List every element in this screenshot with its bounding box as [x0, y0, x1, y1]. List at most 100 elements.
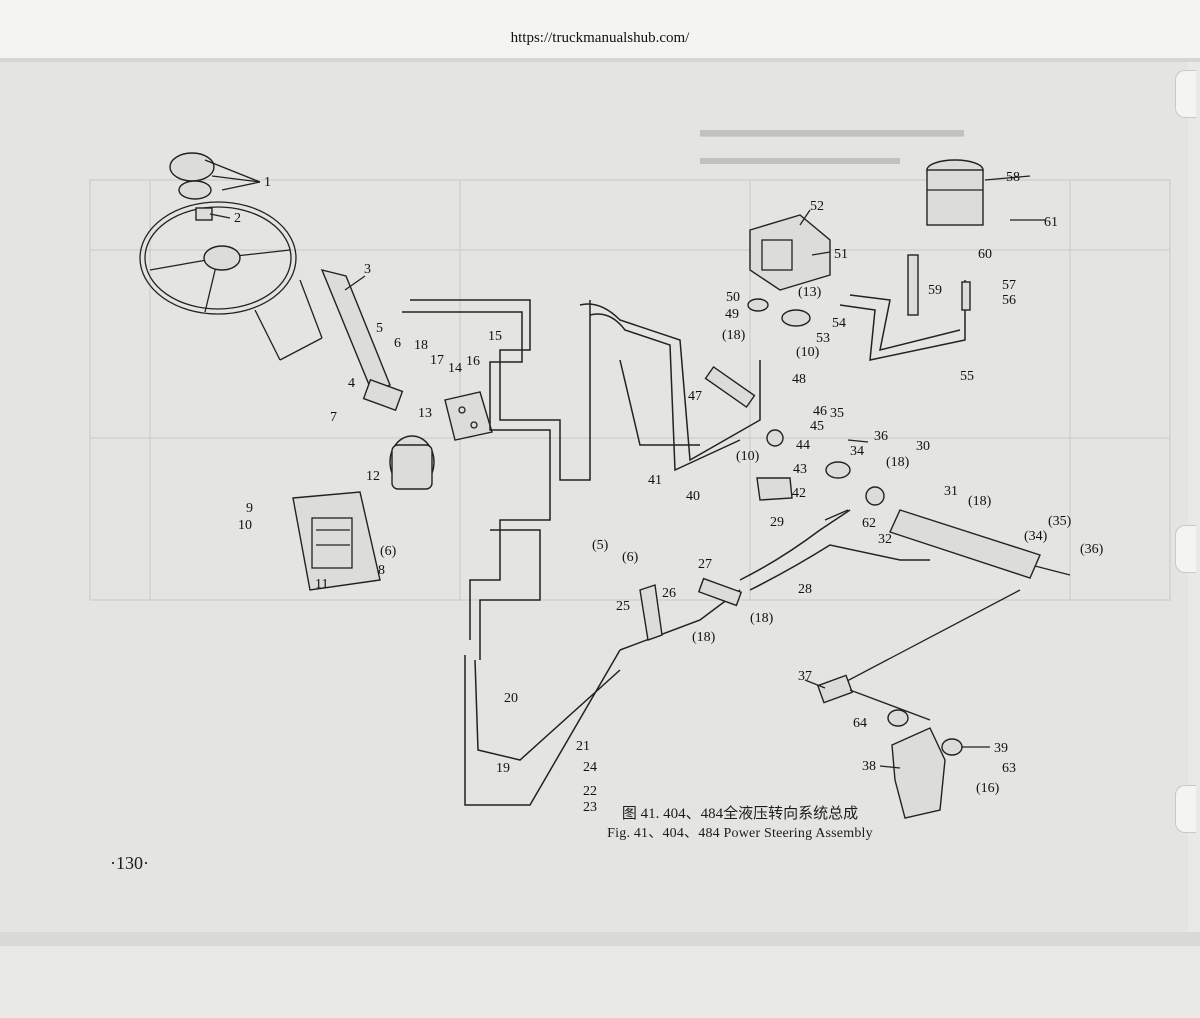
callout-22: 22 — [583, 784, 597, 799]
callout-57: 57 — [1002, 278, 1016, 293]
callout-3: 3 — [364, 262, 371, 277]
callout-labels: 1 2 3 4 5 6 7 8 9 10 (6) 11 12 13 14 15 … — [234, 170, 1104, 815]
steering-wheel — [139, 152, 297, 315]
callout-34b: (34) — [1024, 529, 1048, 544]
callout-18b: (18) — [886, 455, 910, 470]
callout-14: 14 — [448, 361, 462, 376]
hydraulic-pipes — [402, 280, 966, 806]
leader-lines — [204, 159, 1045, 769]
steering-cylinder — [865, 486, 1071, 579]
source-url: https://truckmanualshub.com/ — [510, 30, 690, 46]
steering-column — [254, 268, 404, 412]
callout-46: 46 — [813, 404, 827, 419]
callout-23: 23 — [583, 800, 597, 815]
callout-49: 49 — [725, 307, 739, 322]
callout-26: 26 — [662, 586, 676, 601]
manual-page — [0, 62, 1188, 932]
callout-36b: (36) — [1080, 542, 1104, 557]
callout-30: 30 — [916, 439, 930, 454]
callout-13: 13 — [418, 406, 432, 421]
callout-17: 17 — [430, 353, 444, 368]
callout-13b: (13) — [798, 285, 822, 300]
callout-21: 21 — [576, 739, 590, 754]
callout-64: 64 — [853, 716, 867, 731]
callout-18d: (18) — [750, 611, 774, 626]
callout-10: 10 — [238, 518, 252, 533]
callout-5: 5 — [376, 321, 383, 336]
mounting-bracket — [292, 491, 381, 591]
figure-caption-chinese: 图 41. 404、484全液压转向系统总成 — [621, 806, 859, 822]
callout-27: 27 — [698, 557, 712, 572]
callout-62: 62 — [862, 516, 876, 531]
binder-hole-middle — [1175, 525, 1196, 573]
callout-16b: (16) — [976, 781, 1000, 796]
callout-19: 19 — [496, 761, 510, 776]
binder-hole-top — [1175, 70, 1196, 118]
callout-7: 7 — [330, 410, 337, 425]
callout-43: 43 — [793, 462, 807, 477]
callout-16: 16 — [466, 354, 480, 369]
callout-10b: (10) — [736, 449, 760, 464]
steering-control-unit — [389, 391, 493, 490]
callout-10a: (10) — [796, 345, 820, 360]
callout-50: 50 — [726, 290, 740, 305]
callout-2: 2 — [234, 211, 241, 226]
callout-51: 51 — [834, 247, 848, 262]
steering-pump — [747, 214, 831, 327]
filter-and-valves — [704, 365, 851, 501]
tie-rod-assembly — [816, 589, 1021, 819]
callout-40: 40 — [686, 489, 700, 504]
callout-24: 24 — [583, 760, 597, 775]
callout-52: 52 — [810, 199, 824, 214]
callout-59: 59 — [928, 283, 942, 298]
page-bottom-edge — [0, 932, 1200, 946]
callout-32: 32 — [878, 532, 892, 547]
top-margin — [0, 0, 1200, 62]
callout-61: 61 — [1044, 215, 1058, 230]
callout-47: 47 — [688, 389, 702, 404]
binder-hole-bottom — [1175, 785, 1196, 833]
callout-12: 12 — [366, 469, 380, 484]
callout-58: 58 — [1006, 170, 1020, 185]
callout-15: 15 — [488, 329, 502, 344]
callout-55: 55 — [960, 369, 974, 384]
callout-6c: (6) — [622, 550, 639, 565]
callout-28: 28 — [798, 582, 812, 597]
callout-20: 20 — [504, 691, 518, 706]
callout-39: 39 — [994, 741, 1008, 756]
callout-37: 37 — [798, 669, 812, 684]
callout-56: 56 — [1002, 293, 1016, 308]
callout-18e: (18) — [692, 630, 716, 645]
callout-34: 34 — [850, 444, 864, 459]
callout-5b: (5) — [592, 538, 609, 553]
oil-tank — [907, 159, 984, 316]
callout-35b: (35) — [1048, 514, 1072, 529]
page-number: ·130· — [110, 853, 149, 873]
callout-63: 63 — [1002, 761, 1016, 776]
callout-44: 44 — [796, 438, 810, 453]
show-through-table — [89, 179, 1171, 601]
callout-53: 53 — [816, 331, 830, 346]
callout-8: 8 — [378, 563, 385, 578]
callout-45: 45 — [810, 419, 824, 434]
callout-25: 25 — [616, 599, 630, 614]
callout-18c: (18) — [968, 494, 992, 509]
figure-caption-english: Fig. 41、404、484 Power Steering Assembly — [607, 826, 873, 841]
callout-18: 18 — [414, 338, 428, 353]
callout-29: 29 — [770, 515, 784, 530]
callout-18a: (18) — [722, 328, 746, 343]
callout-11: 11 — [315, 577, 328, 592]
pipe-bracket — [639, 577, 743, 641]
callout-38: 38 — [862, 759, 876, 774]
callout-42: 42 — [792, 486, 806, 501]
callout-54: 54 — [832, 316, 846, 331]
callout-6b: (6) — [380, 544, 397, 559]
callout-4: 4 — [348, 376, 355, 391]
callout-1: 1 — [264, 175, 271, 190]
callout-9: 9 — [246, 501, 253, 516]
callout-31: 31 — [944, 484, 958, 499]
callout-6: 6 — [394, 336, 401, 351]
callout-60: 60 — [978, 247, 992, 262]
callout-41: 41 — [648, 473, 662, 488]
